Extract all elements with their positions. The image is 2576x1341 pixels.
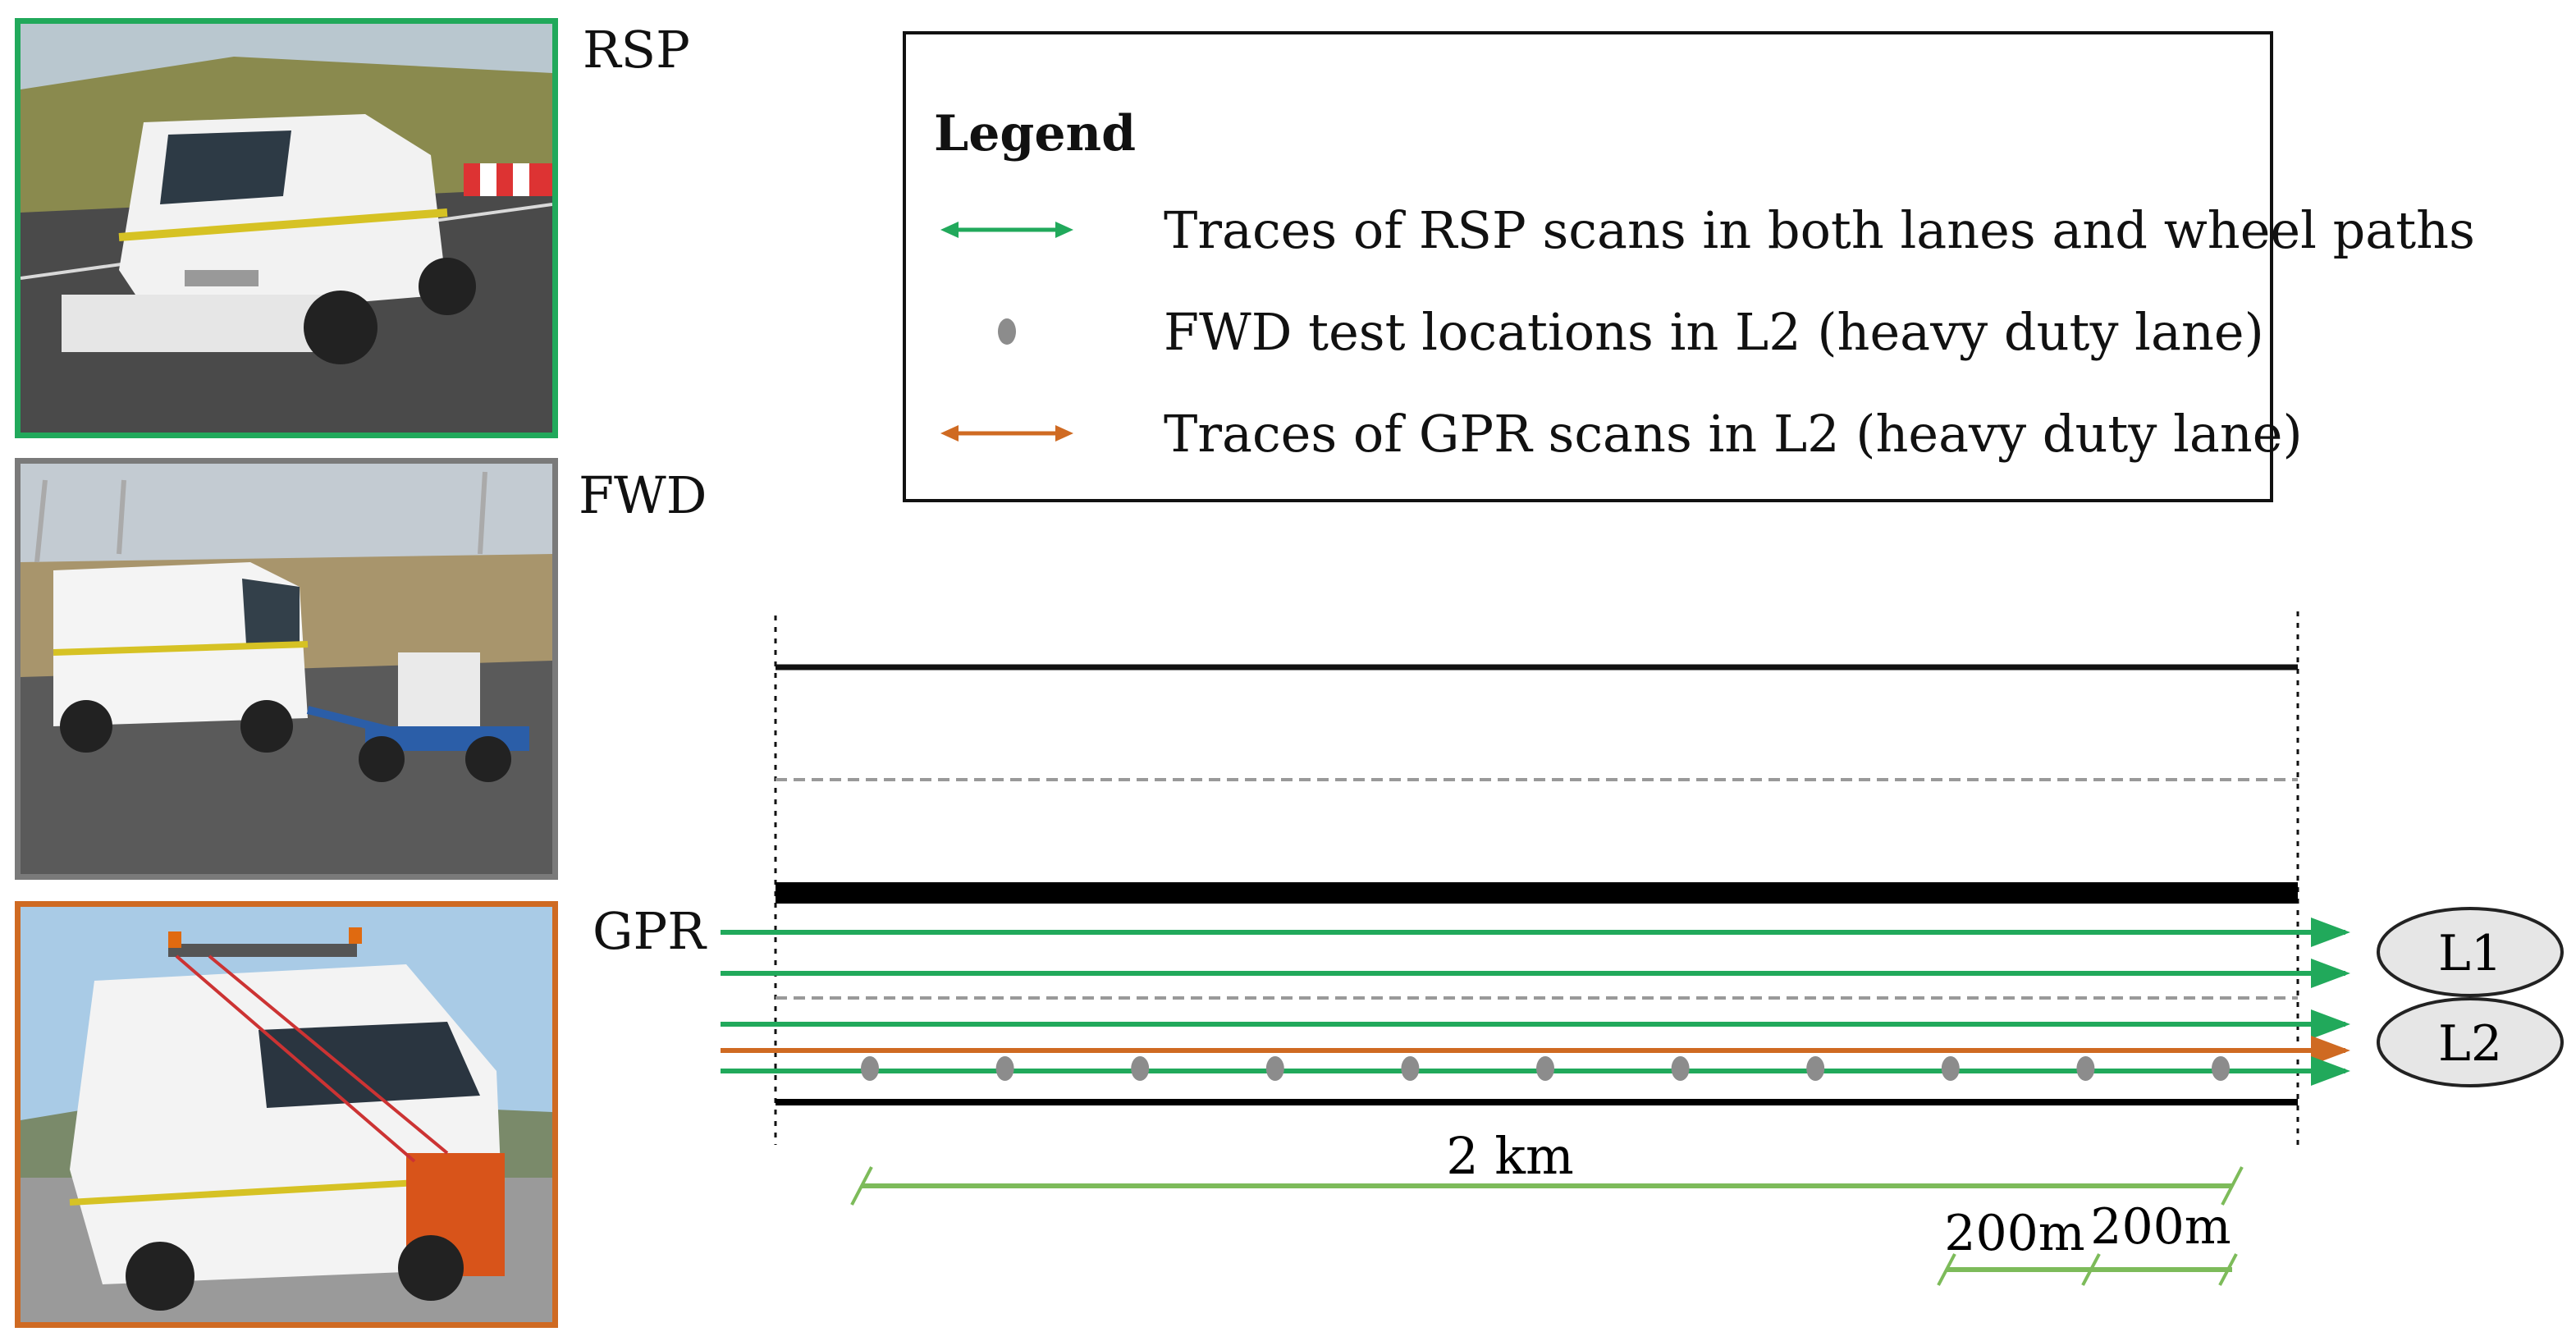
- van-photo: [21, 24, 552, 433]
- fwd-test-point: [1671, 1056, 1690, 1081]
- lane-l2-label: L2: [2377, 997, 2564, 1087]
- spacing-label: 200m: [1944, 1205, 2084, 1262]
- fwd-vehicle-photo: [15, 458, 558, 880]
- spacing-dimension-tick: [2081, 1253, 2101, 1286]
- green-double-arrow-icon: [940, 222, 1073, 238]
- legend-item-label: Traces of RSP scans in both lanes and wh…: [1164, 200, 2475, 260]
- fwd-test-point: [1536, 1056, 1554, 1081]
- legend-item-label: FWD test locations in L2 (heavy duty lan…: [1164, 302, 2264, 362]
- legend-item-gpr: Traces of GPR scans in L2 (heavy duty la…: [937, 400, 2303, 466]
- spacing-dimension-tick: [2218, 1253, 2238, 1286]
- lane-l1-label: L1: [2377, 907, 2564, 997]
- lane-ellipse-icon: [2377, 997, 2564, 1087]
- length-dimension-tick: [850, 1166, 873, 1206]
- gpr-label: GPR: [593, 901, 706, 961]
- length-label: 2 km: [1446, 1126, 1574, 1186]
- lane-l1-text: L1: [2438, 925, 2502, 982]
- spacing-label: 200m: [2090, 1198, 2231, 1256]
- grey-dot-icon: [998, 318, 1016, 345]
- orange-double-arrow-icon: [940, 425, 1073, 442]
- rsp-vehicle-photo: [15, 18, 558, 438]
- legend-item-fwd: FWD test locations in L2 (heavy duty lan…: [937, 299, 2264, 364]
- fwd-label: FWD: [579, 465, 707, 525]
- legend-item-rsp: Traces of RSP scans in both lanes and wh…: [937, 197, 2475, 263]
- rsp-label: RSP: [583, 20, 690, 80]
- lane-ellipse-icon: [2377, 907, 2564, 997]
- fwd-test-point: [861, 1056, 879, 1081]
- fwd-test-point: [1806, 1056, 1825, 1081]
- fwd-test-point: [1401, 1056, 1420, 1081]
- fwd-test-point: [1131, 1056, 1150, 1081]
- fwd-test-point: [995, 1056, 1014, 1081]
- gpr-van-photo: [21, 907, 552, 1322]
- spacing-dimension-tick: [1937, 1253, 1956, 1286]
- fwd-test-point: [1265, 1056, 1284, 1081]
- legend-title: Legend: [934, 105, 1137, 162]
- length-dimension-tick: [2221, 1166, 2244, 1206]
- fwd-test-point: [2212, 1056, 2230, 1081]
- gpr-vehicle-photo: [15, 901, 558, 1328]
- fwd-test-point: [1941, 1056, 1960, 1081]
- trailer-photo: [21, 464, 552, 874]
- legend-box: Legend Traces of RSP scans in both lanes…: [903, 31, 2475, 502]
- fwd-test-locations: [861, 1056, 2230, 1081]
- legend-item-label: Traces of GPR scans in L2 (heavy duty la…: [1164, 404, 2303, 464]
- fwd-test-point: [2076, 1056, 2095, 1081]
- lane-l2-text: L2: [2438, 1015, 2502, 1073]
